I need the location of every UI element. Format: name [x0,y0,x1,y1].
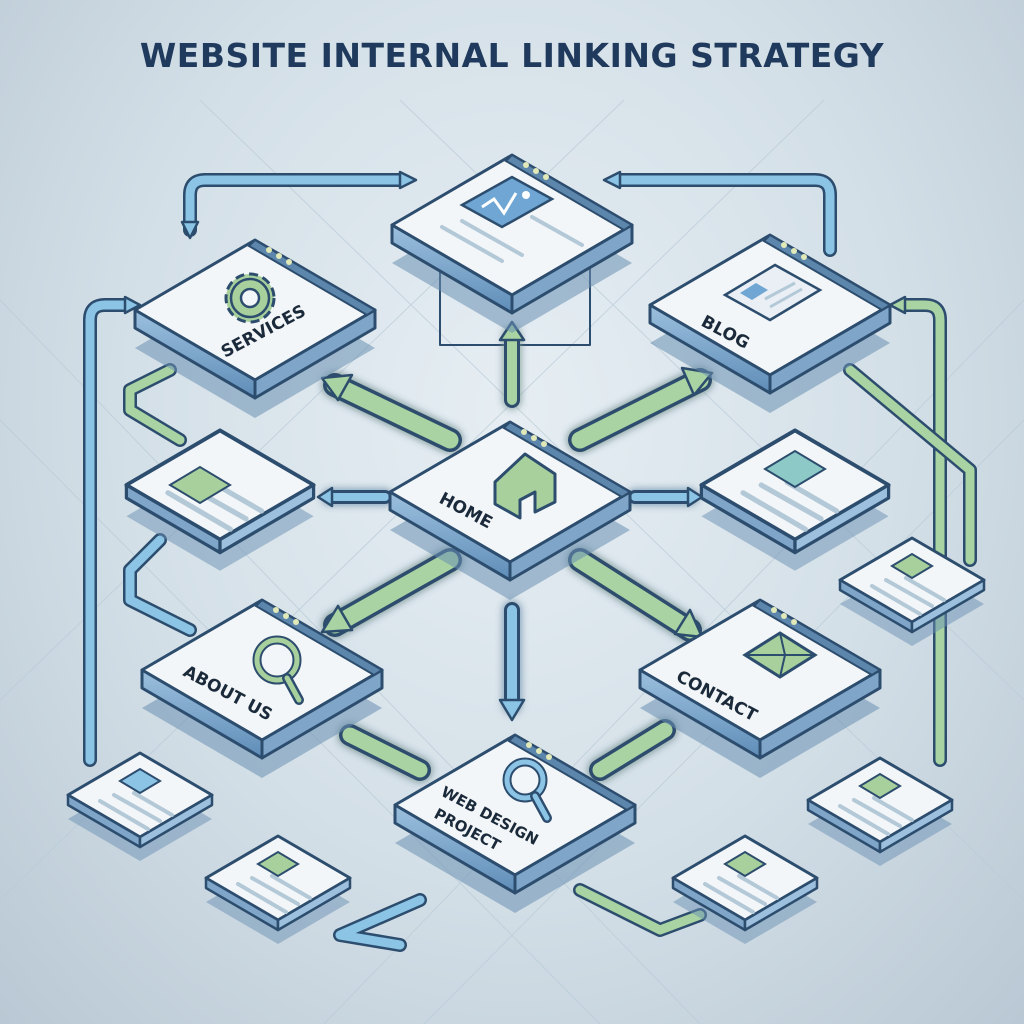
thumbnail-icon [723,850,767,878]
bottom-left-page-1-node[interactable] [66,751,214,863]
thumbnail-icon [858,772,902,800]
left-article-page-node[interactable] [126,430,313,570]
web-design-project-node[interactable]: WEB DESIGN PROJECT [393,733,637,915]
bottom-left-page-2-node[interactable] [204,834,352,946]
article-icon [722,263,823,322]
image-icon [459,175,555,229]
bottom-right-page-node[interactable] [671,834,819,946]
hub-spokes [323,327,712,781]
diagram-title: WEBSITE INTERNAL LINKING STRATEGY [139,36,885,75]
right-sub-page-1-node[interactable] [838,536,986,648]
house-icon [493,452,557,520]
arrowheads [123,170,907,722]
gear-icon [224,272,276,324]
thumbnail-icon [763,449,827,489]
right-article-page-node[interactable] [701,430,888,570]
right-sub-page-2-node[interactable] [806,756,954,868]
magnifier-icon [252,635,304,705]
envelope-icon [742,631,818,679]
outer-link-arrows [83,173,977,952]
thumbnail-icon [890,552,934,580]
top-image-page-node[interactable] [390,153,634,335]
about-us-node[interactable]: ABOUT US [140,598,384,780]
magnifier-icon [502,757,552,823]
blog-node[interactable]: BLOG [648,233,892,415]
home-node[interactable]: HOME [388,420,632,602]
thumbnail-icon [168,465,232,505]
thumbnail-icon [256,850,300,878]
thumbnail-icon [118,767,162,795]
contact-node[interactable]: CONTACT [638,598,882,780]
services-node[interactable]: SERVICES [133,238,377,420]
